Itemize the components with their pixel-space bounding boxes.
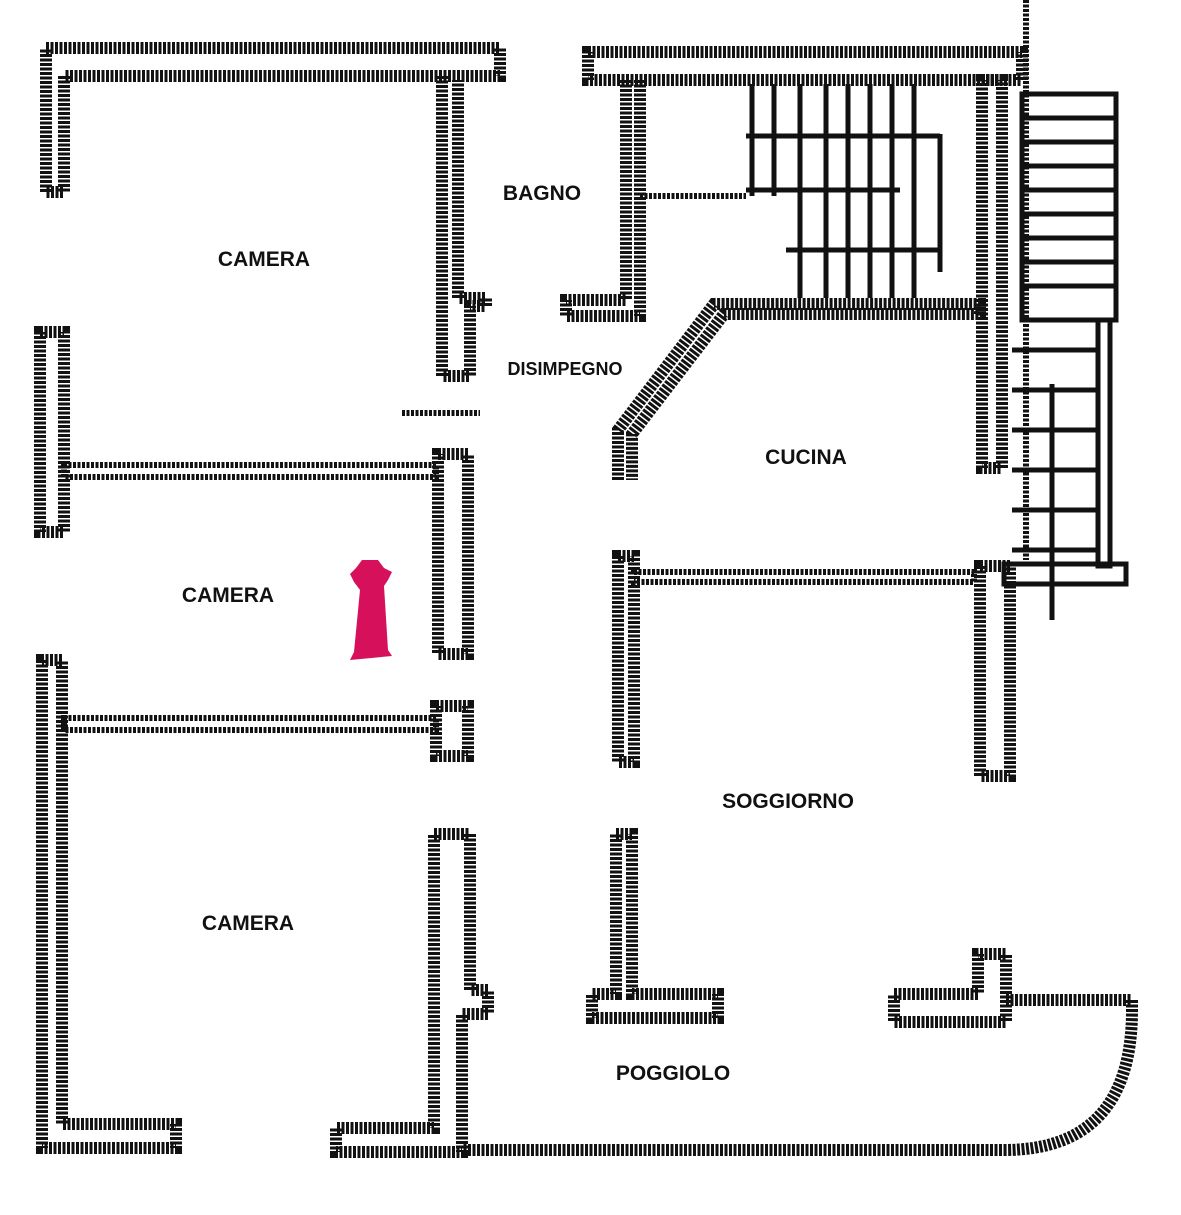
- wall-soggiorno-right: [974, 560, 1016, 782]
- stairs-internal: [746, 84, 943, 298]
- wall-camera-bottom-outer: [36, 654, 182, 1154]
- room-label-poggiolo: POGGIOLO: [616, 1062, 730, 1085]
- walls: [34, 42, 506, 1158]
- room-label-bagno: BAGNO: [503, 182, 581, 205]
- room-label-cucina: CUCINA: [765, 446, 847, 469]
- wall-pillar-left: [430, 700, 474, 762]
- wall-soggiorno-left-upper: [612, 550, 640, 768]
- room-label-camera-bottom: CAMERA: [202, 912, 294, 935]
- wall-camera-bottom-right: [330, 828, 494, 1158]
- wall-top-right: [582, 46, 1028, 86]
- room-labels: BAGNO CAMERA DISIMPEGNO CUCINA CAMERA SO…: [182, 182, 854, 1085]
- room-label-soggiorno: SOGGIORNO: [722, 790, 854, 813]
- wall-left-middle: [34, 326, 70, 538]
- wall-stair-inner: [976, 74, 1008, 474]
- wall-camera-middle-right: [432, 448, 474, 660]
- room-label-disimpegno: DISIMPEGNO: [507, 359, 622, 379]
- wall-camera-divider-top: [61, 462, 439, 480]
- room-label-camera-middle: CAMERA: [182, 584, 274, 607]
- wall-bagno-right: [560, 80, 646, 322]
- wall-soggiorno-left-lower: [586, 828, 724, 1024]
- wall-kitchen-soggiorno: [631, 569, 977, 585]
- wall-camera-divider-bottom: [61, 715, 439, 733]
- wall-poggiolo-right-stub: [888, 948, 1012, 1028]
- wall-top-left: [40, 42, 506, 198]
- stairs-external: [1001, 91, 1129, 620]
- wall-poggiolo-curve: [462, 994, 1138, 1156]
- stairs: [746, 84, 1129, 620]
- room-label-camera-top: CAMERA: [218, 248, 310, 271]
- wall-bagno-left: [436, 76, 492, 382]
- watermark-logo-icon: [350, 560, 392, 660]
- walls-right: [462, 0, 1138, 1156]
